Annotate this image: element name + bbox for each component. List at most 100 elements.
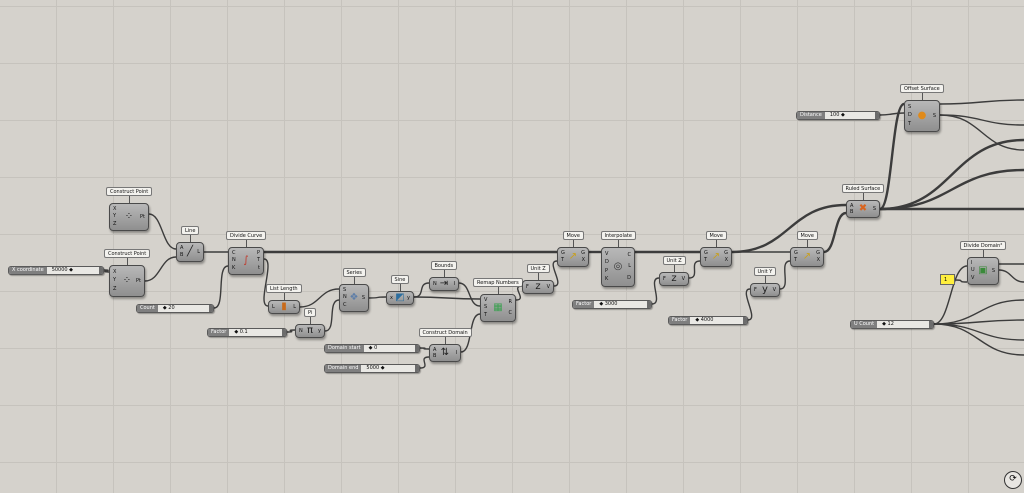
slider-value[interactable]: ◆ 3000 (599, 301, 618, 307)
slider-value[interactable]: ◆ 20 (162, 305, 175, 311)
slider-grip[interactable] (743, 317, 747, 324)
input-port[interactable]: Z (113, 286, 117, 293)
slider-value[interactable]: ◆ 0 (368, 345, 378, 351)
slider-value[interactable]: 5000 ◆ (366, 365, 385, 371)
output-port[interactable]: R (508, 299, 512, 305)
input-port[interactable]: P (605, 267, 609, 274)
input-port[interactable]: Z (113, 220, 117, 227)
input-port[interactable]: L (272, 303, 275, 310)
output-port[interactable]: C (627, 252, 632, 259)
input-port[interactable]: K (232, 264, 236, 271)
output-port[interactable]: X (816, 257, 820, 263)
input-port[interactable]: F (526, 283, 529, 290)
input-port[interactable]: V (605, 250, 609, 257)
input-port[interactable]: F (663, 275, 666, 282)
input-port[interactable]: V (971, 274, 975, 281)
slider-value[interactable]: 50000 ◆ (51, 267, 74, 273)
input-port[interactable]: S (908, 103, 912, 110)
input-port[interactable]: V (484, 297, 488, 304)
output-port[interactable]: Pt (140, 213, 145, 220)
input-port[interactable]: G (704, 250, 708, 256)
input-port[interactable]: A (850, 202, 854, 209)
output-port[interactable]: X (724, 257, 728, 263)
input-port[interactable]: N (299, 327, 303, 334)
slider-value[interactable]: ◆ 4000 (695, 317, 714, 323)
slider-grip[interactable] (875, 112, 879, 119)
input-port[interactable]: I (971, 260, 973, 267)
input-port[interactable]: B (433, 352, 437, 359)
slider-grip[interactable] (415, 365, 419, 372)
output-port[interactable]: y (318, 327, 321, 334)
output-port[interactable]: S (991, 267, 995, 274)
output-port[interactable]: G (581, 250, 585, 256)
output-port[interactable]: I (455, 349, 457, 356)
input-port[interactable]: Y (113, 213, 117, 220)
input-port[interactable]: S (484, 304, 488, 311)
input-port[interactable]: B (180, 252, 184, 258)
input-port[interactable]: D (908, 112, 912, 119)
slider-grip[interactable] (929, 321, 933, 328)
input-port[interactable]: U (971, 267, 975, 274)
input-port[interactable]: G (794, 250, 798, 256)
navigation-compass-icon[interactable]: ⟳ (1004, 471, 1022, 489)
ucount-slider[interactable]: U Count◆ 12 (850, 320, 934, 329)
slider-grip[interactable] (647, 301, 651, 308)
slider-value[interactable]: 100 ◆ (829, 112, 845, 118)
slider-grip[interactable] (415, 345, 419, 352)
input-port[interactable]: A (180, 245, 184, 251)
input-port[interactable]: S (343, 287, 347, 294)
bounds-component[interactable]: N⇥I (429, 277, 459, 291)
input-port[interactable]: x (390, 294, 393, 301)
output-port[interactable]: L (293, 303, 296, 310)
input-port[interactable]: D (605, 259, 609, 266)
output-port[interactable]: G (816, 250, 820, 256)
input-port[interactable]: Y (113, 277, 117, 284)
factor2-slider[interactable]: Factor◆ 3000 (572, 300, 652, 309)
number-panel[interactable]: 1 (940, 274, 955, 285)
input-port[interactable]: X (113, 268, 117, 275)
input-port[interactable]: N (343, 294, 347, 301)
output-port[interactable]: C (508, 310, 513, 316)
input-port[interactable]: N (232, 257, 236, 264)
slider-grip[interactable] (209, 305, 213, 312)
input-port[interactable]: B (850, 208, 854, 215)
factor1-slider[interactable]: Factor◆ 0.1 (207, 328, 287, 337)
output-port[interactable]: Pt (136, 277, 141, 284)
sine-component[interactable]: x◩y (386, 291, 414, 305)
output-port[interactable]: I (453, 280, 455, 287)
input-port[interactable]: F (754, 286, 757, 293)
input-port[interactable]: T (561, 257, 565, 263)
input-port[interactable]: T (704, 257, 708, 263)
domstart-slider[interactable]: Domain start◆ 0 (324, 344, 420, 353)
input-port[interactable]: G (561, 250, 565, 256)
output-port[interactable]: L (628, 263, 631, 270)
input-port[interactable]: T (908, 121, 912, 128)
slider-value[interactable]: ◆ 0.1 (234, 329, 248, 335)
count-slider[interactable]: Count◆ 20 (136, 304, 214, 313)
input-port[interactable]: C (232, 250, 236, 257)
input-port[interactable]: T (794, 257, 798, 263)
output-port[interactable]: t (258, 264, 260, 271)
output-port[interactable]: P (256, 250, 260, 257)
output-port[interactable]: D (627, 274, 631, 281)
output-port[interactable]: y (407, 294, 410, 301)
output-port[interactable]: V (772, 286, 776, 293)
output-port[interactable]: G (724, 250, 728, 256)
